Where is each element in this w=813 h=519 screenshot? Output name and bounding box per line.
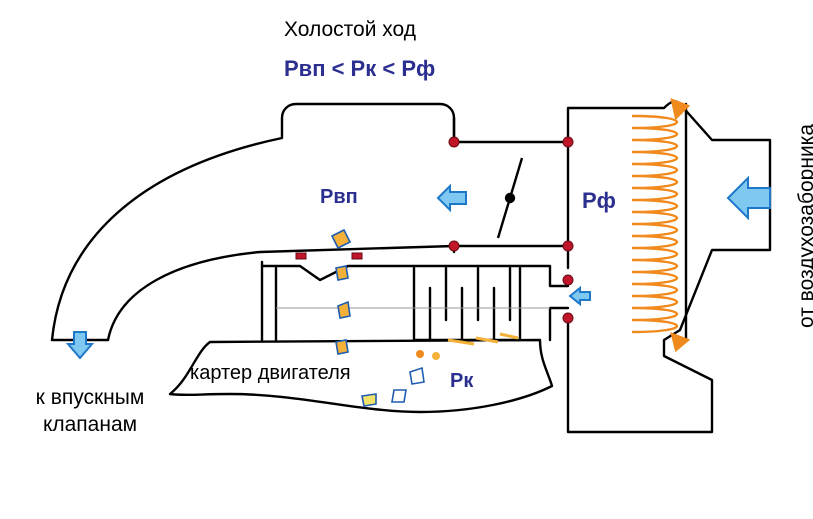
throttle-valve-icon (496, 157, 524, 239)
manifold-outer-wall (50, 102, 456, 342)
separator-baffles (428, 266, 512, 342)
diagram-title: Холостой ход (284, 18, 417, 41)
label-crankcase: картер двигателя (190, 362, 351, 384)
seal-icon (295, 136, 574, 324)
manifold-inner-wall (106, 244, 456, 342)
breather-arrow (568, 285, 591, 307)
label-from-intake: от воздухозаборника (795, 123, 813, 328)
valve-cover (260, 260, 570, 342)
label-p-vp: Pвп (320, 186, 358, 208)
label-to-valves: к впускным клапанам (35, 386, 145, 436)
air-filter-icon (631, 98, 691, 353)
valves-arrow (65, 331, 95, 360)
crankcase-outline (168, 338, 554, 414)
label-p-k: Pк (450, 370, 474, 392)
intake-arrow (726, 175, 771, 221)
flow-arrow-icon (65, 175, 771, 360)
pressure-formula: Pвп < Pк < Pф (284, 56, 436, 81)
throttle-flow-arrow (436, 183, 467, 213)
label-p-f: Pф (582, 188, 616, 213)
oil-droplet-icon (330, 228, 519, 407)
